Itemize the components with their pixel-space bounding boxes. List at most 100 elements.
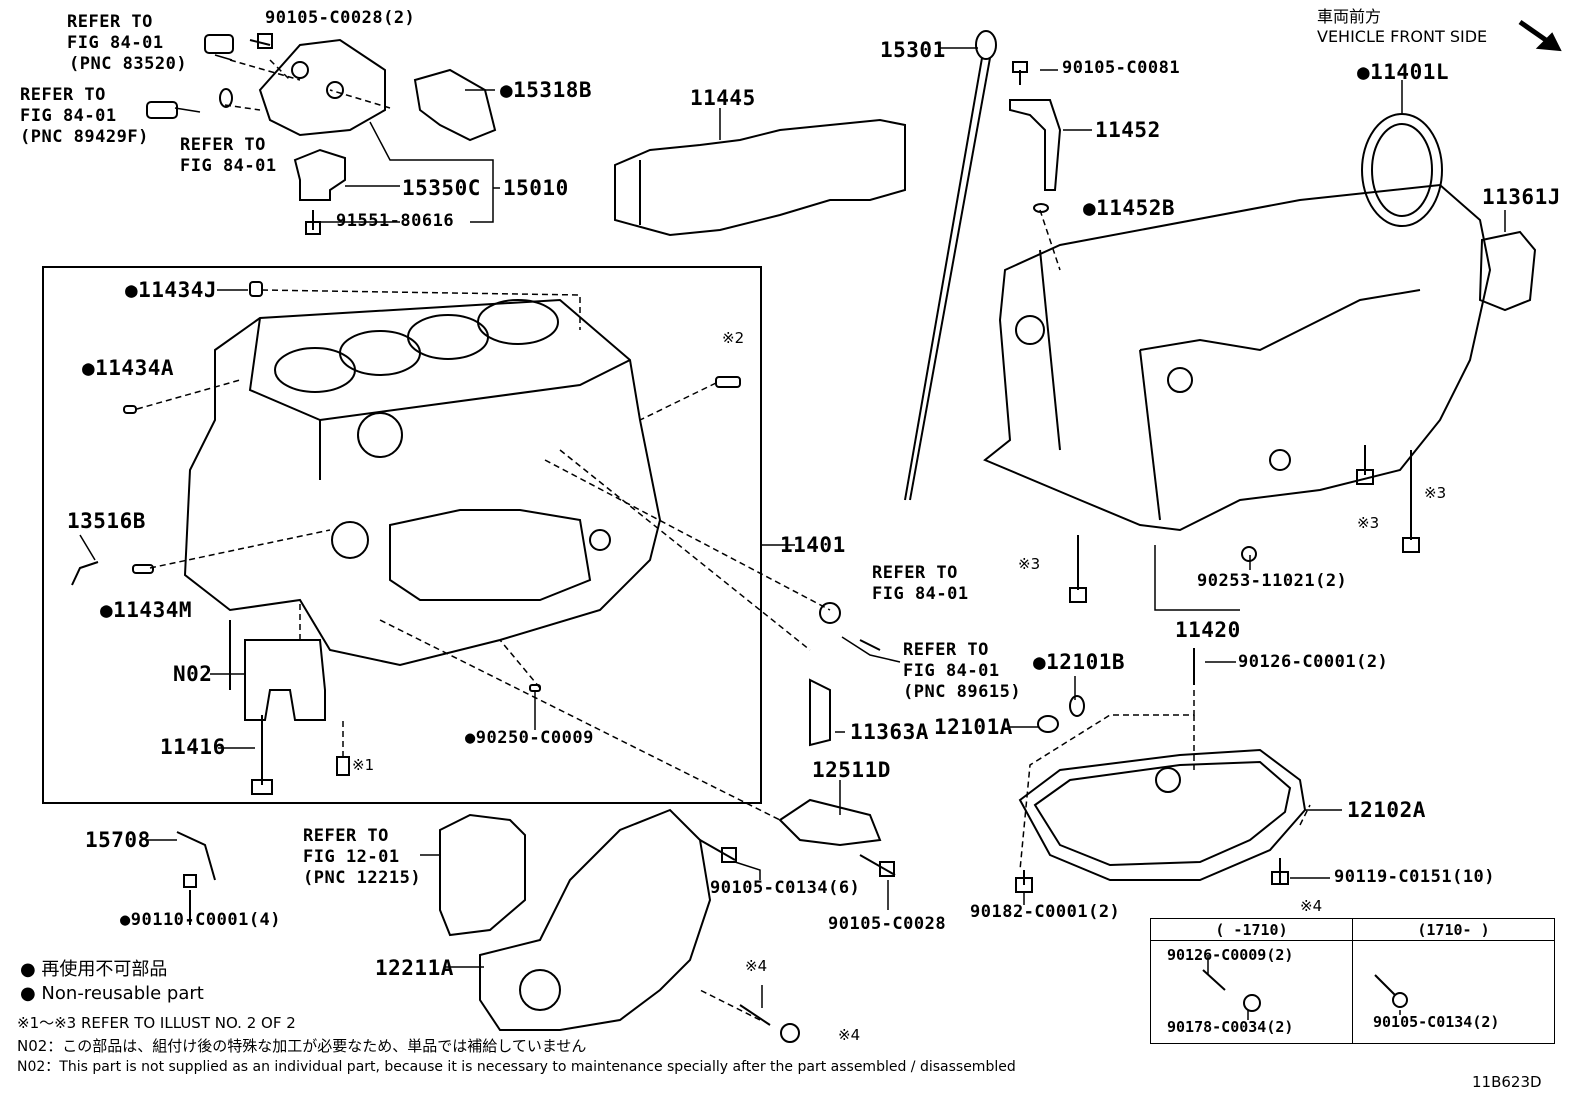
part-12102a[interactable]: 12102A <box>1347 798 1426 822</box>
part-90178-c0034[interactable]: 90178-C0034(2) <box>1167 1018 1294 1036</box>
refer-fig-84-01-a[interactable]: REFER TO FIG 84-01 <box>180 135 277 177</box>
engine-block-frame <box>42 266 762 804</box>
pin-shapes <box>71 34 1257 776</box>
figure-code: 11B623D <box>1472 1073 1542 1091</box>
refer-fig-84-01-pnc-89429f[interactable]: REFER TO FIG 84-01 (PNC 89429F) <box>20 85 149 148</box>
part-11445[interactable]: 11445 <box>690 86 756 110</box>
refer-line: FIG 84-01 <box>180 156 277 176</box>
refer-line: (PNC 12215) <box>303 868 422 888</box>
refer-line: REFER TO <box>67 12 153 32</box>
bracket-12511d-shape <box>778 798 882 847</box>
refer-line: REFER TO <box>303 826 389 846</box>
part-90119-c0151[interactable]: 90119-C0151(10) <box>1334 867 1496 887</box>
refer-line: (PNC 89429F) <box>20 127 149 147</box>
dipstick-shape <box>904 30 997 501</box>
part-91551-80616[interactable]: 91551-80616 <box>336 211 455 231</box>
timing-cover-shape <box>439 813 526 937</box>
vehicle-front-label-jp: 車両前方 <box>1317 7 1382 26</box>
variant-col2-header: (1710- ) <box>1352 918 1555 941</box>
legend-nonreusable-en: ● Non-reusable part <box>20 983 204 1004</box>
part-11401l[interactable]: ●11401L <box>1357 60 1450 84</box>
oil-control-bracket-shape <box>293 148 346 201</box>
part-11416[interactable]: 11416 <box>160 735 226 759</box>
part-11452b[interactable]: ●11452B <box>1083 196 1176 220</box>
refer-line: (PNC 89615) <box>903 682 1022 702</box>
gasket-shape <box>413 68 497 142</box>
part-11363a[interactable]: 11363A <box>850 720 929 744</box>
mark-3c: ※3 <box>1018 555 1041 573</box>
part-13516b[interactable]: 13516B <box>67 509 146 533</box>
part-15010[interactable]: 15010 <box>503 176 569 200</box>
variant-col2-cell: 90105-C0134(2) <box>1352 940 1555 1044</box>
refer-line: FIG 12-01 <box>303 847 400 867</box>
mark-4c: ※4 <box>1300 897 1323 915</box>
part-12211a[interactable]: 12211A <box>375 956 454 980</box>
part-12511d[interactable]: 12511D <box>812 758 891 782</box>
variant-table: ( -1710) (1710- ) 90126-C0009(2) 90178-C… <box>1150 918 1555 1044</box>
bearing-cap-shape <box>244 639 326 721</box>
oil-pan-lower-shape <box>1018 748 1307 881</box>
vehicle-front-arrow-icon <box>1518 19 1562 52</box>
part-90182-c0001[interactable]: 90182-C0001(2) <box>970 902 1121 922</box>
part-11434j[interactable]: ●11434J <box>125 278 218 302</box>
baffle-plate-shape <box>614 118 906 237</box>
vehicle-front-label-en: VEHICLE FRONT SIDE <box>1317 27 1488 46</box>
mark-3b: ※3 <box>1424 484 1447 502</box>
part-90105-c0134-2[interactable]: 90105-C0134(2) <box>1373 1013 1500 1031</box>
part-15301[interactable]: 15301 <box>880 38 946 62</box>
part-90105-c0081[interactable]: 90105-C0081 <box>1062 58 1181 78</box>
refer-fig-84-01-b[interactable]: REFER TO FIG 84-01 <box>872 563 969 605</box>
refer-line: REFER TO <box>180 135 266 155</box>
part-90105-c0028[interactable]: 90105-C0028 <box>828 914 947 934</box>
part-90253-11021[interactable]: 90253-11021(2) <box>1197 571 1348 591</box>
part-90110-c0001[interactable]: ●90110-C0001(4) <box>120 910 282 930</box>
refer-fig-84-01-pnc-83520[interactable]: REFER TO FIG 84-01 (PNC 83520) <box>67 12 187 75</box>
part-11452[interactable]: 11452 <box>1095 118 1161 142</box>
mark-2: ※2 <box>722 329 745 347</box>
part-12101b[interactable]: ●12101B <box>1033 650 1126 674</box>
part-15318b[interactable]: ●15318B <box>500 78 593 102</box>
part-90105-c0134-6[interactable]: 90105-C0134(6) <box>710 878 861 898</box>
part-90105-c0028-2[interactable]: 90105-C0028(2) <box>265 8 416 28</box>
part-90250-c0009[interactable]: ●90250-C0009 <box>465 728 594 748</box>
part-11434a[interactable]: ●11434A <box>82 356 175 380</box>
mark-4b: ※4 <box>838 1026 861 1044</box>
legend-nonreusable-jp: ● 再使用不可部品 <box>20 959 168 980</box>
refer-line: FIG 84-01 <box>903 661 1000 681</box>
crankshaft-seal-shape <box>1361 113 1443 227</box>
part-90126-c0001[interactable]: 90126-C0001(2) <box>1238 652 1389 672</box>
cylinder-block-shape <box>183 298 662 690</box>
part-15350c[interactable]: 15350C <box>402 176 481 200</box>
legend-refer-illust: ※1～※3 REFER TO ILLUST NO. 2 OF 2 <box>17 1014 296 1032</box>
refer-line: (PNC 83520) <box>69 54 188 74</box>
baffle-strip-shape <box>809 678 831 747</box>
refer-line: FIG 84-01 <box>20 106 117 126</box>
mark-1: ※1 <box>352 756 375 774</box>
part-n02[interactable]: N02 <box>173 662 213 686</box>
part-15708[interactable]: 15708 <box>85 828 151 852</box>
mark-4a: ※4 <box>745 957 768 975</box>
oil-control-valve-shape <box>258 38 386 137</box>
variant-col1-cell: 90126-C0009(2) 90178-C0034(2) <box>1150 940 1353 1044</box>
part-12101a[interactable]: 12101A <box>934 715 1013 739</box>
part-11434m[interactable]: ●11434M <box>100 598 193 622</box>
refer-line: REFER TO <box>903 640 989 660</box>
oil-pan-upper-shape <box>983 183 1492 532</box>
refer-fig-84-01-pnc-89615[interactable]: REFER TO FIG 84-01 (PNC 89615) <box>903 640 1021 703</box>
bolt-shapes <box>176 33 1420 1043</box>
refer-line: FIG 84-01 <box>872 584 969 604</box>
cover-plate-shape <box>1478 230 1537 312</box>
part-90126-c0009[interactable]: 90126-C0009(2) <box>1167 946 1294 964</box>
variant-col1-header: ( -1710) <box>1150 918 1353 941</box>
refer-line: REFER TO <box>872 563 958 583</box>
refer-fig-12-01-pnc-12215[interactable]: REFER TO FIG 12-01 (PNC 12215) <box>303 826 421 889</box>
legend-n02-en: N02：This part is not supplied as an indi… <box>17 1059 1016 1075</box>
oil-pump-housing-shape <box>479 808 712 1031</box>
refer-line: REFER TO <box>20 85 106 105</box>
mark-3a: ※3 <box>1357 514 1380 532</box>
part-11401[interactable]: 11401 <box>780 533 846 557</box>
part-11420[interactable]: 11420 <box>1175 618 1241 642</box>
part-11361j[interactable]: 11361J <box>1482 185 1561 209</box>
legend-n02-jp: N02：この部品は、組付け後の特殊な加工が必要なため、単品では補給していません <box>17 1037 587 1055</box>
